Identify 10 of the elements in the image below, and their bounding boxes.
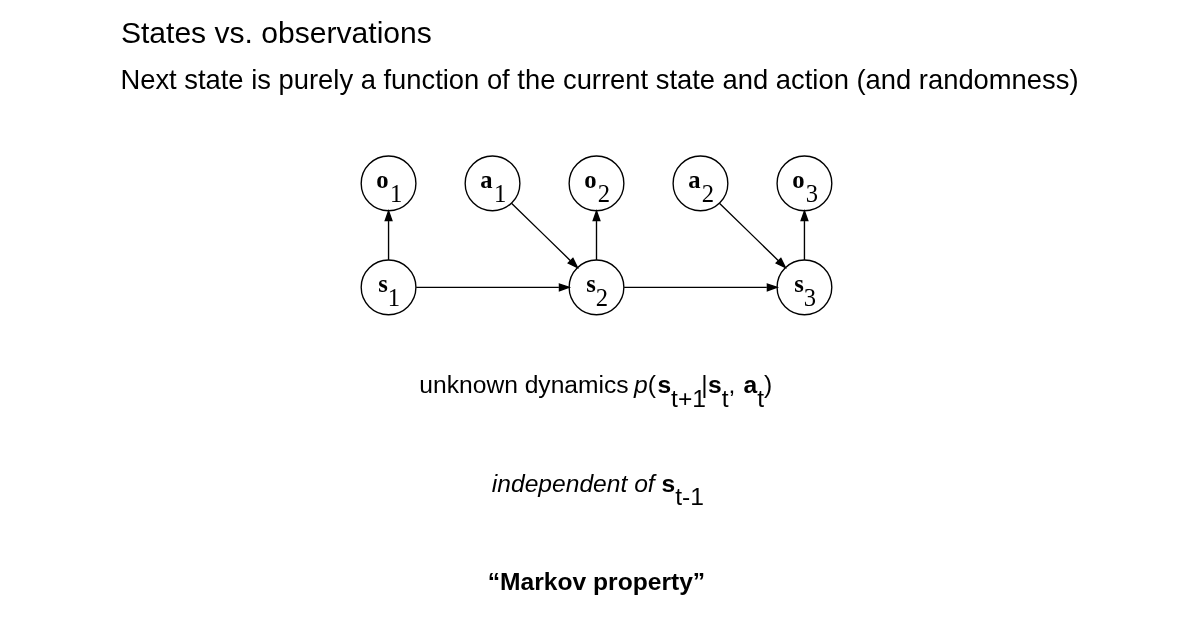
diagram-title: States vs. observations xyxy=(120,16,432,50)
label: Next state is purely a function of the current state and action (and randomness) xyxy=(119,64,1079,96)
label: “Markov property” xyxy=(487,568,705,596)
arrow xyxy=(415,283,571,292)
arrow xyxy=(622,283,779,292)
arrow xyxy=(510,202,579,269)
arrow xyxy=(591,209,601,261)
arrow xyxy=(383,209,393,261)
arrow xyxy=(718,202,787,269)
arrow xyxy=(799,209,809,261)
